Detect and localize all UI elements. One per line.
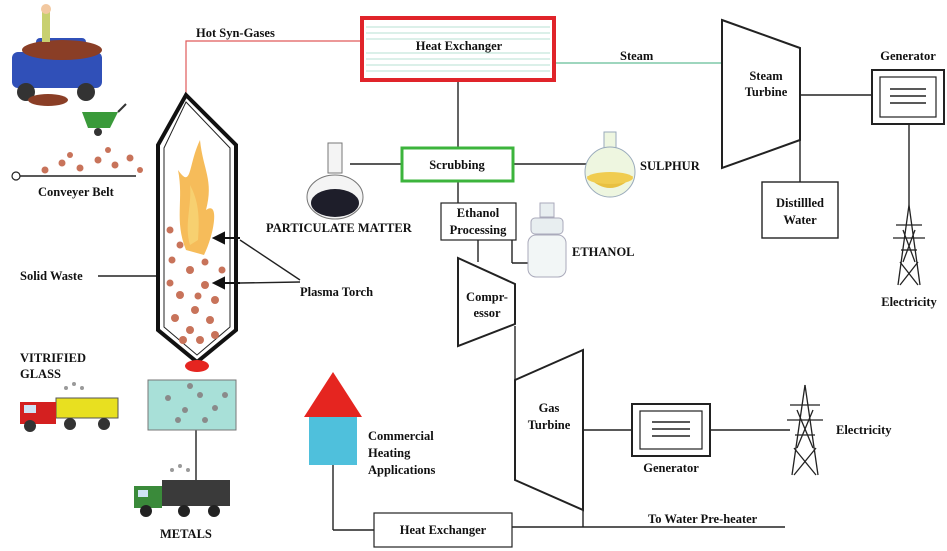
electricity-bottom-label: Electricity	[836, 423, 892, 437]
distilled-water-label-1: Distillled	[776, 196, 824, 210]
sulphur-flask-icon	[584, 131, 636, 198]
commercial-label-3: Applications	[368, 463, 436, 477]
to-water-preheater-label: To Water Pre-heater	[648, 512, 758, 526]
steam-turbine-label-1: Steam	[749, 69, 783, 83]
vitrified-label-1: VITRIFIED	[20, 351, 86, 365]
ethanol-label: ETHANOL	[572, 245, 635, 259]
ethanol-processing-label-1: Ethanol	[457, 206, 500, 220]
pylon-right-icon	[893, 204, 925, 286]
heat-exchanger-top-label: Heat Exchanger	[416, 39, 503, 53]
heat-exchanger-bottom: Heat Exchanger	[373, 512, 513, 548]
hot-syn-gases-label: Hot Syn-Gases	[196, 26, 275, 40]
gas-turbine: Gas Turbine	[514, 348, 584, 512]
scrubbing-label: Scrubbing	[429, 158, 485, 172]
steam-turbine: Steam Turbine	[721, 18, 801, 170]
distilled-water-box: Distillled Water	[761, 181, 839, 239]
gas-turbine-label-2: Turbine	[528, 418, 571, 432]
conveyer-belt-label: Conveyer Belt	[38, 185, 115, 199]
conveyer-particles	[41, 147, 143, 174]
pylon-bottom-icon	[787, 384, 823, 476]
scrubbing-box: Scrubbing	[400, 146, 515, 183]
gas-turbine-label-1: Gas	[539, 401, 560, 415]
metals-label: METALS	[160, 527, 212, 541]
vitrified-glass-box	[147, 379, 237, 431]
ethanol-processing-box: Ethanol Processing	[440, 202, 517, 241]
electricity-right-label: Electricity	[881, 295, 937, 309]
heat-exchanger-top: Heat Exchanger	[360, 16, 556, 82]
heat-exchanger-bottom-label: Heat Exchanger	[400, 523, 487, 537]
conveyer-roller	[11, 171, 21, 181]
wheelbarrow-icon	[82, 103, 127, 136]
waste-truck-icon	[12, 4, 102, 106]
commercial-label-2: Heating	[368, 446, 411, 460]
vitrified-label-2: GLASS	[20, 367, 61, 381]
distilled-water-label-2: Water	[783, 213, 817, 227]
steam-turbine-label-2: Turbine	[745, 85, 788, 99]
generator-top: Generator	[871, 49, 945, 125]
compressor: Compr- essor	[457, 256, 516, 348]
commercial-label-1: Commercial	[368, 429, 434, 443]
particulate-flask-icon	[306, 142, 364, 220]
generator-top-label: Generator	[880, 49, 936, 63]
metals-truck-icon	[134, 464, 230, 517]
particulate-matter-label: PARTICULATE MATTER	[266, 221, 413, 235]
ethanol-processing-label-2: Processing	[450, 223, 507, 237]
sulphur-label: SULPHUR	[640, 159, 701, 173]
compressor-label-2: essor	[473, 306, 501, 320]
generator-bottom: Generator	[631, 403, 711, 475]
solid-waste-label: Solid Waste	[20, 269, 83, 283]
glass-truck-icon	[20, 382, 119, 432]
plasma-torch-label: Plasma Torch	[300, 285, 373, 299]
hot-syn-gas-line	[185, 40, 362, 100]
compressor-label-1: Compr-	[466, 290, 508, 304]
house-icon	[304, 372, 362, 465]
steam-label: Steam	[620, 49, 654, 63]
generator-bottom-label: Generator	[643, 461, 699, 475]
gasifier-vessel	[156, 91, 240, 372]
ethanol-jar-icon	[527, 202, 567, 278]
